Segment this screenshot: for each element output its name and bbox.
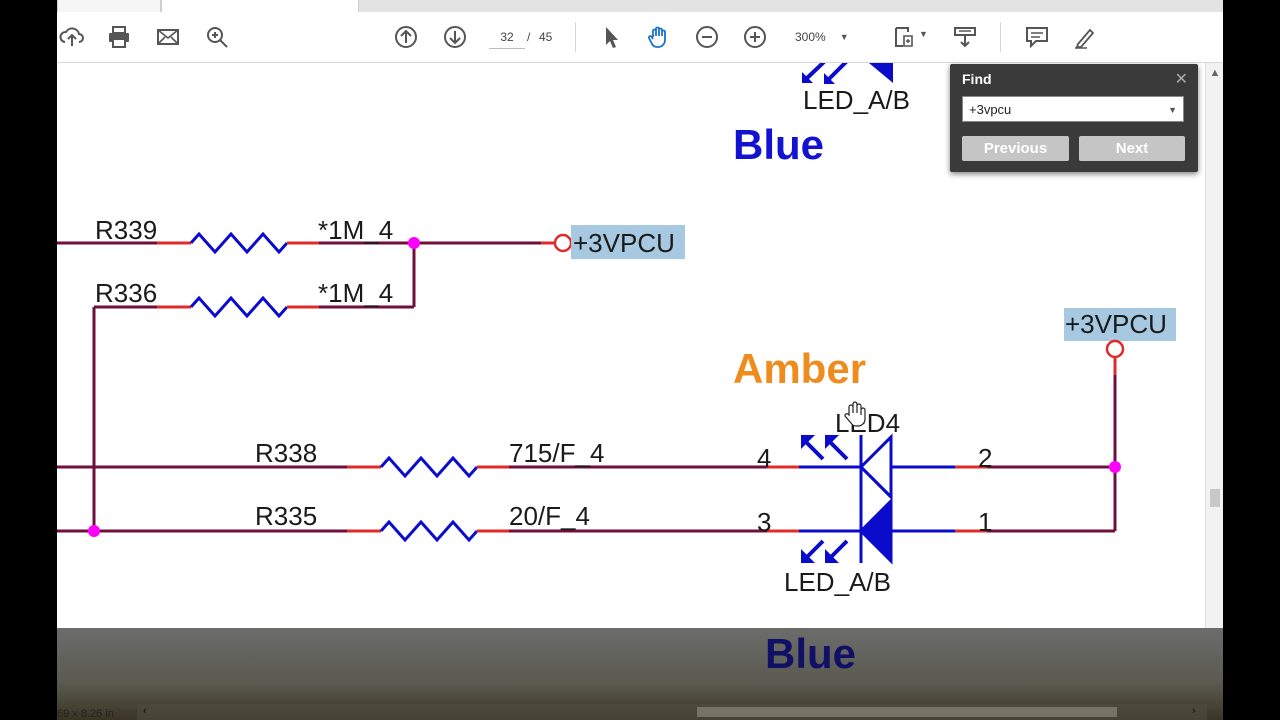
r338-net	[57, 455, 1121, 479]
r335-net	[57, 519, 1115, 543]
hand-tool-icon[interactable]	[644, 22, 674, 52]
pin-3: 3	[757, 507, 771, 537]
r339-value: *1M_4	[318, 215, 393, 245]
led4-label: LED4	[835, 408, 900, 438]
page-size: 69 x 8.26 in	[57, 708, 114, 720]
junction-dot	[408, 237, 420, 249]
schematic-drawing: LED_A/B Blue R339 *1M_4 +3VPCU	[57, 63, 1176, 597]
net-label-3vpcu-right: +3VPCU	[1065, 309, 1167, 339]
next-page-icon[interactable]	[440, 22, 470, 52]
bottom-led-label: LED_A/B	[784, 567, 891, 597]
junction-dot	[88, 525, 100, 537]
amber-title: Amber	[733, 345, 866, 392]
zoom-in-icon[interactable]	[740, 22, 770, 52]
toolbar-divider	[1000, 22, 1001, 52]
fit-page-icon[interactable]	[889, 22, 919, 52]
page-separator: /	[527, 30, 531, 44]
toolbar: / 45 300% ▼ ▼	[57, 12, 1223, 63]
print-icon[interactable]	[104, 22, 134, 52]
chevron-down-icon[interactable]: ▼	[1168, 105, 1177, 115]
toolbar-divider	[575, 22, 576, 52]
page-number-input[interactable]	[489, 26, 525, 49]
chevron-down-icon: ▼	[839, 32, 849, 42]
r336-label: R336	[95, 278, 157, 308]
document-page[interactable]: LED_A/B Blue R339 *1M_4 +3VPCU	[57, 63, 1207, 628]
scroll-up-icon[interactable]: ▲	[1209, 67, 1221, 79]
r338-label: R338	[255, 438, 317, 468]
comment-icon[interactable]	[1022, 22, 1052, 52]
r338-value: 715/F_4	[509, 438, 604, 468]
fit-dropdown-caret-icon[interactable]: ▼	[919, 29, 928, 39]
page-total: 45	[539, 30, 553, 44]
r339-label: R339	[95, 215, 157, 245]
close-icon[interactable]: ✕	[1174, 71, 1188, 88]
select-cursor-icon[interactable]	[596, 22, 626, 52]
previous-page-icon[interactable]	[391, 22, 421, 52]
hand-cursor-icon	[844, 401, 866, 427]
scroll-mode-icon[interactable]	[950, 22, 980, 52]
find-query: +3vpcu	[969, 101, 1012, 117]
pin-4: 4	[757, 443, 771, 473]
search-highlight	[571, 225, 685, 259]
led4-symbol	[801, 433, 893, 565]
scroll-right-icon[interactable]: ›	[1192, 705, 1196, 717]
junction-dot	[1109, 461, 1121, 473]
pin-2: 2	[978, 443, 992, 473]
zoom-out-icon[interactable]	[692, 22, 722, 52]
scrollbar-thumb[interactable]	[1210, 489, 1220, 507]
find-search-input[interactable]: +3vpcu ▼	[962, 96, 1184, 122]
r335-label: R335	[255, 501, 317, 531]
search-highlight	[1064, 308, 1176, 341]
find-title: Find	[962, 71, 992, 87]
upload-cloud-icon[interactable]	[57, 22, 87, 52]
search-zoom-icon[interactable]	[202, 22, 232, 52]
find-panel: Find ✕ +3vpcu ▼ Previous Next	[950, 64, 1198, 172]
scrollbar-thumb[interactable]	[697, 707, 1117, 717]
r336-net	[92, 295, 414, 531]
net-label-3vpcu-left: +3VPCU	[573, 228, 675, 258]
r335-value: 20/F_4	[509, 501, 590, 531]
blue-title-lower: Blue	[765, 630, 857, 677]
vertical-scrollbar[interactable]: ▲ ▼	[1205, 63, 1223, 703]
tab-active-document[interactable]	[161, 0, 359, 12]
tab-previous[interactable]	[57, 0, 161, 12]
highlight-pen-icon[interactable]	[1070, 22, 1100, 52]
top-led-label: LED_A/B	[803, 85, 910, 115]
pdf-viewer-window: / 45 300% ▼ ▼	[57, 0, 1223, 720]
horizontal-scrollbar[interactable]: ‹ ›	[137, 704, 1207, 720]
zoom-level: 300%	[795, 30, 826, 44]
email-icon[interactable]	[153, 22, 183, 52]
top-led-arrows	[802, 63, 893, 84]
zoom-dropdown[interactable]: 300% ▼	[795, 26, 865, 48]
scroll-left-icon[interactable]: ‹	[143, 705, 147, 717]
find-next-button[interactable]: Next	[1079, 136, 1185, 161]
find-previous-button[interactable]: Previous	[962, 136, 1069, 161]
r336-value: *1M_4	[318, 278, 393, 308]
pin-1: 1	[978, 507, 992, 537]
blue-title: Blue	[733, 121, 824, 168]
